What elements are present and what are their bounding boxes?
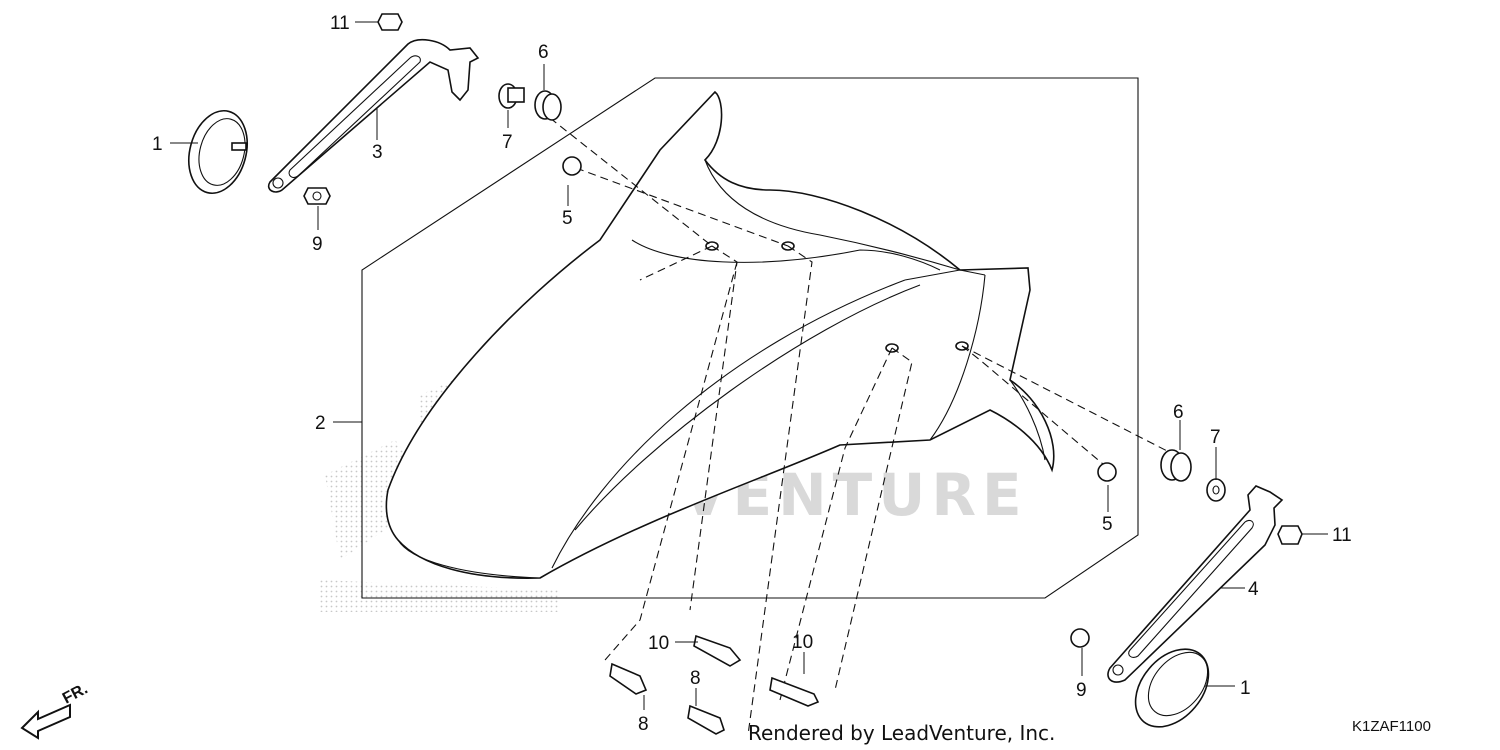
callout-6-left: 6 [538, 42, 549, 63]
callout-4: 4 [1248, 579, 1259, 600]
collar-7-left [498, 83, 525, 109]
callout-6-right: 6 [1173, 402, 1184, 423]
callout-2: 2 [315, 413, 326, 434]
callout-1-right: 1 [1240, 678, 1251, 699]
callout-3: 3 [372, 142, 383, 163]
bracket-left [267, 38, 480, 193]
reflector-left [188, 109, 248, 195]
bolt-8-lower [687, 704, 725, 735]
front-fender [385, 90, 1055, 579]
callout-10-right: 10 [792, 632, 813, 653]
direction-label: FR. [60, 680, 91, 707]
reflector-right [1134, 648, 1210, 728]
collar-5-left [562, 156, 582, 176]
callout-9-right: 9 [1076, 680, 1087, 701]
callout-11-right: 11 [1332, 525, 1352, 546]
assembly-frame [361, 77, 1139, 599]
assembly-lines [549, 117, 1176, 736]
bolt-10-lower [769, 676, 820, 707]
callout-5-right: 5 [1102, 514, 1113, 535]
grommet-6-right [1160, 449, 1192, 482]
callout-5-left: 5 [562, 208, 573, 229]
bolt-8-upper [609, 662, 648, 695]
leader-lines [170, 21, 1328, 710]
callout-11-left: 11 [330, 13, 350, 34]
callout-10-left: 10 [648, 633, 669, 654]
nut-9-right [1070, 628, 1090, 648]
collar-5-right [1097, 462, 1117, 482]
footer-credit: Rendered by LeadVenture, Inc. [748, 721, 1055, 745]
callout-8-upper: 8 [690, 668, 701, 689]
callout-7-right: 7 [1210, 427, 1221, 448]
nut-11-right [1277, 525, 1303, 545]
callout-7-left: 7 [502, 132, 513, 153]
callout-1-left: 1 [152, 134, 163, 155]
bolt-10-upper [693, 634, 742, 667]
bracket-right [1107, 485, 1284, 683]
front-direction-arrow: FR. [20, 680, 91, 740]
collar-7-right [1206, 478, 1226, 502]
nut-11-left [377, 13, 403, 31]
callout-8-lower: 8 [638, 714, 649, 735]
nut-9-left [303, 187, 331, 205]
diagram-code: K1ZAF1100 [1352, 718, 1431, 735]
callout-9-left: 9 [312, 234, 323, 255]
grommet-6-left [534, 90, 562, 121]
